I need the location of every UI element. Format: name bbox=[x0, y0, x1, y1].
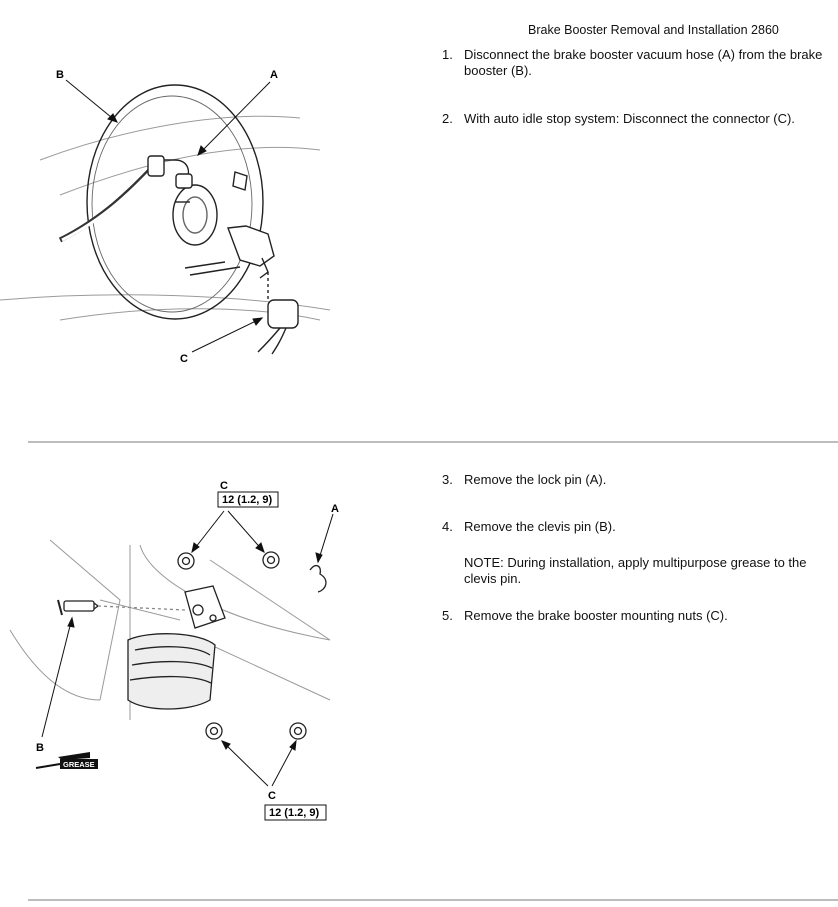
step-1: 1. Disconnect the brake booster vacuum h… bbox=[442, 47, 823, 78]
svg-text:GREASE: GREASE bbox=[63, 760, 95, 769]
label-c-bottom: C bbox=[268, 790, 276, 802]
step-4: 4. Remove the clevis pin (B). bbox=[442, 519, 616, 534]
page-title: Brake Booster Removal and Installation 2… bbox=[528, 23, 779, 37]
torque-spec-bottom: 12 (1.2, 9) bbox=[269, 807, 319, 819]
label-c: C bbox=[180, 353, 188, 365]
step-5: 5. Remove the brake booster mounting nut… bbox=[442, 608, 728, 623]
brake-booster-figure: B A C bbox=[0, 69, 331, 365]
steps-section-2: 3. Remove the lock pin (A). 4. Remove th… bbox=[442, 472, 838, 624]
label-a: A bbox=[331, 503, 339, 515]
bottom-divider bbox=[28, 899, 838, 901]
mounting-figure: C 12 (1.2, 9) A B GREASE C 12 (1.2, 9) bbox=[9, 480, 339, 821]
label-b: B bbox=[36, 742, 44, 754]
step-3: 3. Remove the lock pin (A). bbox=[442, 472, 607, 487]
steps-section-1: 1. Disconnect the brake booster vacuum h… bbox=[442, 47, 838, 127]
label-a: A bbox=[270, 69, 278, 81]
label-b: B bbox=[56, 69, 64, 81]
label-c-top: C bbox=[220, 480, 228, 492]
grease-icon: GREASE bbox=[35, 752, 98, 769]
note: NOTE: During installation, apply multipu… bbox=[464, 555, 807, 586]
section-divider bbox=[28, 441, 838, 443]
torque-spec-top: 12 (1.2, 9) bbox=[222, 494, 272, 506]
step-2: 2. With auto idle stop system: Disconnec… bbox=[442, 111, 795, 126]
